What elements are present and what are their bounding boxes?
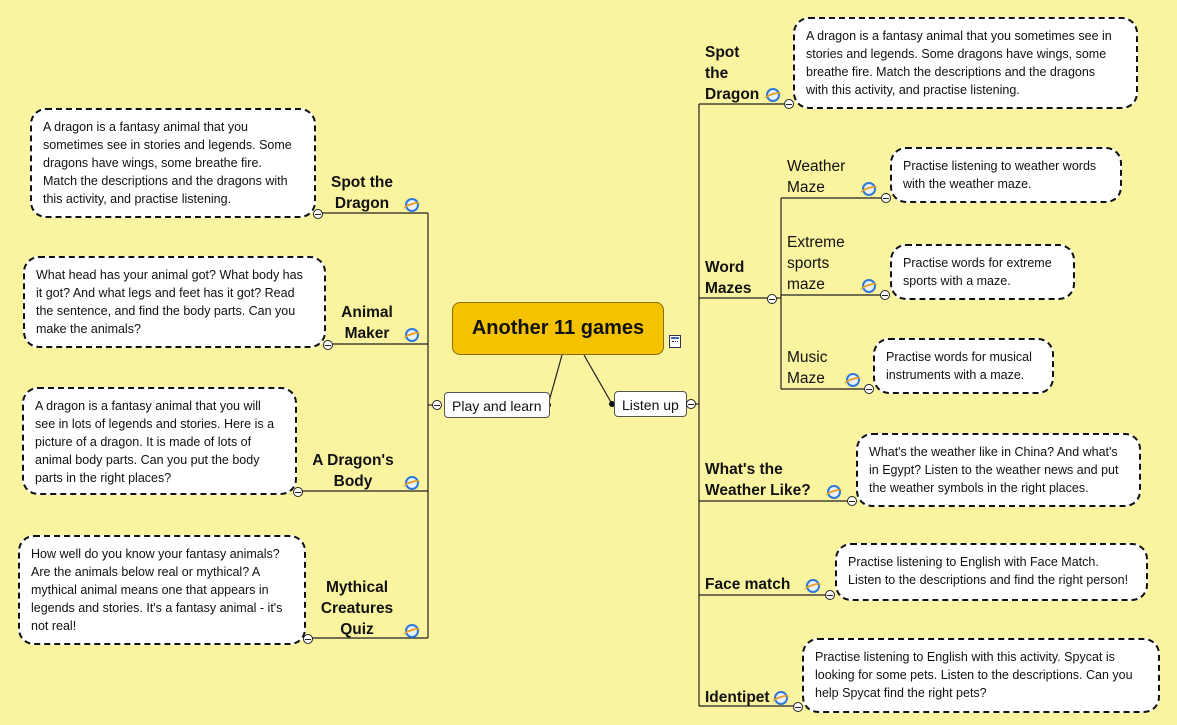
internet-explorer-icon[interactable] xyxy=(846,373,860,387)
topic-spot-the-dragon[interactable]: Spot the Dragon xyxy=(331,174,393,212)
topic-face-match[interactable]: Face match xyxy=(705,576,791,593)
collapse-minus-icon[interactable] xyxy=(864,384,874,394)
collapse-minus-icon[interactable] xyxy=(847,496,857,506)
note-icon[interactable] xyxy=(669,335,681,348)
internet-explorer-icon[interactable] xyxy=(405,476,419,490)
collapse-minus-icon[interactable] xyxy=(767,294,777,304)
internet-explorer-icon[interactable] xyxy=(862,182,876,196)
note-spot-the-dragon-listen: A dragon is a fantasy animal that you so… xyxy=(793,17,1138,109)
internet-explorer-icon[interactable] xyxy=(766,88,780,102)
note-face-match: Practise listening to English with Face … xyxy=(835,543,1148,601)
topic-spot-the-dragon-listen[interactable]: Spot the Dragon xyxy=(705,44,760,103)
topic-a-dragons-body[interactable]: A Dragon's Body xyxy=(312,452,394,490)
internet-explorer-icon[interactable] xyxy=(827,485,841,499)
note-weather-maze: Practise listening to weather words with… xyxy=(890,147,1122,203)
collapse-minus-icon[interactable] xyxy=(323,340,333,350)
collapse-minus-icon[interactable] xyxy=(825,590,835,600)
branch-play-and-learn[interactable]: Play and learn xyxy=(444,392,550,418)
internet-explorer-icon[interactable] xyxy=(774,691,788,705)
collapse-minus-icon[interactable] xyxy=(293,487,303,497)
branch-listen-up[interactable]: Listen up xyxy=(614,391,687,417)
topic-identipet[interactable]: Identipet xyxy=(705,689,770,706)
topic-extreme-sports-maze[interactable]: Extreme sports maze xyxy=(787,234,845,293)
collapse-minus-icon[interactable] xyxy=(784,99,794,109)
internet-explorer-icon[interactable] xyxy=(405,624,419,638)
note-identipet: Practise listening to English with this … xyxy=(802,638,1160,713)
collapse-minus-icon[interactable] xyxy=(432,400,442,410)
topic-music-maze[interactable]: Music Maze xyxy=(787,349,828,387)
note-mythical-creatures-quiz: How well do you know your fantasy animal… xyxy=(18,535,306,645)
collapse-minus-icon[interactable] xyxy=(303,634,313,644)
collapse-minus-icon[interactable] xyxy=(686,399,696,409)
topic-weather-maze[interactable]: Weather Maze xyxy=(787,158,846,196)
note-music-maze: Practise words for musical instruments w… xyxy=(873,338,1054,394)
collapse-minus-icon[interactable] xyxy=(880,290,890,300)
collapse-minus-icon[interactable] xyxy=(881,193,891,203)
collapse-minus-icon[interactable] xyxy=(313,209,323,219)
note-animal-maker: What head has your animal got? What body… xyxy=(23,256,326,348)
topic-whats-the-weather-like[interactable]: What's the Weather Like? xyxy=(705,461,811,499)
internet-explorer-icon[interactable] xyxy=(405,328,419,342)
note-extreme-sports-maze: Practise words for extreme sports with a… xyxy=(890,244,1075,300)
note-whats-the-weather-like: What's the weather like in China? And wh… xyxy=(856,433,1141,507)
collapse-minus-icon[interactable] xyxy=(793,702,803,712)
topic-mythical-creatures-quiz[interactable]: Mythical Creatures Quiz xyxy=(320,579,394,638)
internet-explorer-icon[interactable] xyxy=(806,579,820,593)
topic-animal-maker[interactable]: Animal Maker xyxy=(341,304,393,342)
internet-explorer-icon[interactable] xyxy=(862,279,876,293)
internet-explorer-icon[interactable] xyxy=(405,198,419,212)
note-a-dragons-body: A dragon is a fantasy animal that you wi… xyxy=(22,387,297,495)
topic-word-mazes[interactable]: Word Mazes xyxy=(705,259,752,297)
root-topic[interactable]: Another 11 games xyxy=(452,302,664,355)
note-spot-the-dragon: A dragon is a fantasy animal that you so… xyxy=(30,108,316,218)
